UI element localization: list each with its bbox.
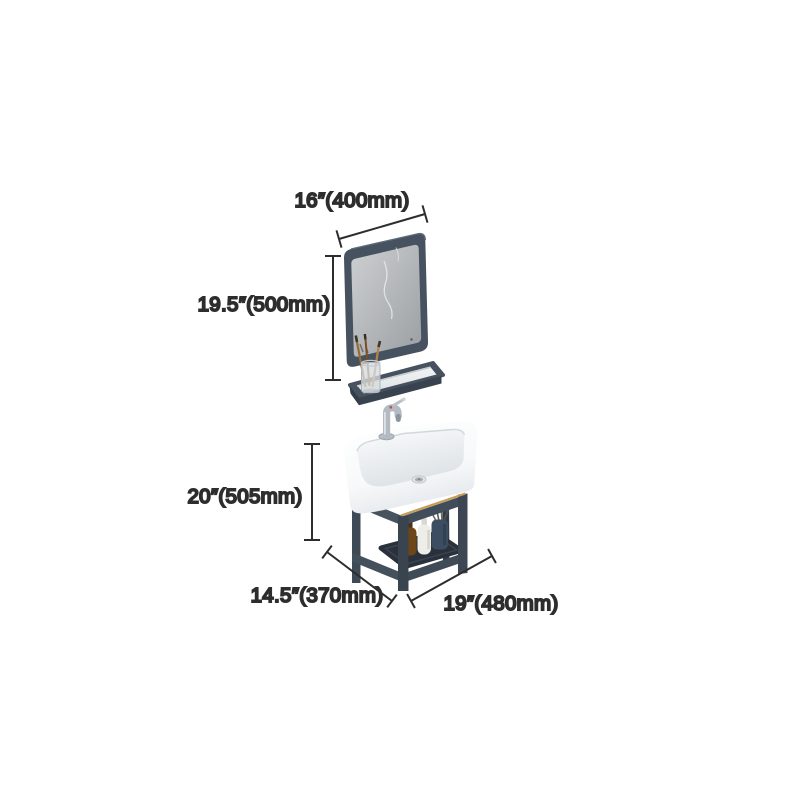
mirror [343, 232, 429, 367]
dim-mirror-height-label: 19.5″(500mm) [198, 293, 331, 316]
dim-cap [386, 593, 398, 609]
dim-cap [487, 548, 497, 564]
marble-vein-icon [383, 260, 393, 320]
dim-line [410, 555, 493, 602]
dim-vanity-width-label: 19″(480mm) [443, 592, 558, 615]
dim-line [326, 551, 393, 602]
mirror-reflection-dot [410, 338, 413, 341]
dim-vanity-depth-label: 14.5″(370mm) [251, 584, 384, 607]
faucet-handle-knob [402, 397, 406, 402]
dim-mirror-height: 19.5″(500mm) [197, 255, 341, 381]
shelf-left-face [349, 386, 359, 406]
dim-vanity-depth: 14.5″(370mm) [250, 544, 398, 609]
mirror-frame-edge-highlight [350, 232, 426, 250]
stand-right-top-rail [399, 494, 467, 527]
makeup-brush-cup [354, 333, 382, 394]
stand-front-leg [398, 516, 409, 591]
dim-cap [406, 593, 416, 609]
stand-right-bottom-rail [399, 552, 467, 584]
glass-cup [361, 362, 381, 393]
sink-basin [357, 429, 465, 487]
stand-left-bottom-rail [352, 552, 406, 584]
dim-mirror-width: 16″(400mm) [293, 188, 429, 248]
white-bottle [417, 518, 431, 555]
dimension-annotations: 16″(400mm) 19.5″(500mm) 20″(505mm) 14.5″… [186, 188, 559, 616]
stand-right-leg [458, 493, 468, 574]
brush-tip-icon [354, 335, 359, 343]
cup-base-shade [362, 388, 380, 394]
vessel-sink [344, 421, 478, 514]
faucet-handle [391, 398, 405, 408]
dim-vanity-height: 20″(505mm) [186, 443, 320, 541]
dim-mirror-width-label: 16″(400mm) [294, 189, 409, 212]
faucet [378, 397, 406, 441]
vanity-stand-front [398, 492, 468, 591]
dim-line [338, 213, 426, 240]
dim-cap [335, 230, 343, 248]
shelf-front-face [359, 376, 442, 406]
dim-vanity-height-label: 20″(505mm) [187, 485, 302, 508]
drain [411, 475, 427, 484]
blue-vase [431, 519, 448, 550]
cup-rim [360, 359, 381, 367]
dim-vanity-width: 19″(480mm) [406, 548, 559, 616]
faucet-temp-dot-icon [389, 405, 393, 409]
brush-tip-icon [377, 340, 382, 348]
dim-cap [421, 205, 429, 223]
brush-tip-icon [363, 333, 367, 340]
sink-basin-rim-shadow [356, 428, 466, 452]
mirror-glass [351, 244, 422, 357]
dim-cap [321, 544, 333, 560]
gold-trim [400, 492, 466, 517]
marble-vein-small-icon [395, 247, 399, 262]
